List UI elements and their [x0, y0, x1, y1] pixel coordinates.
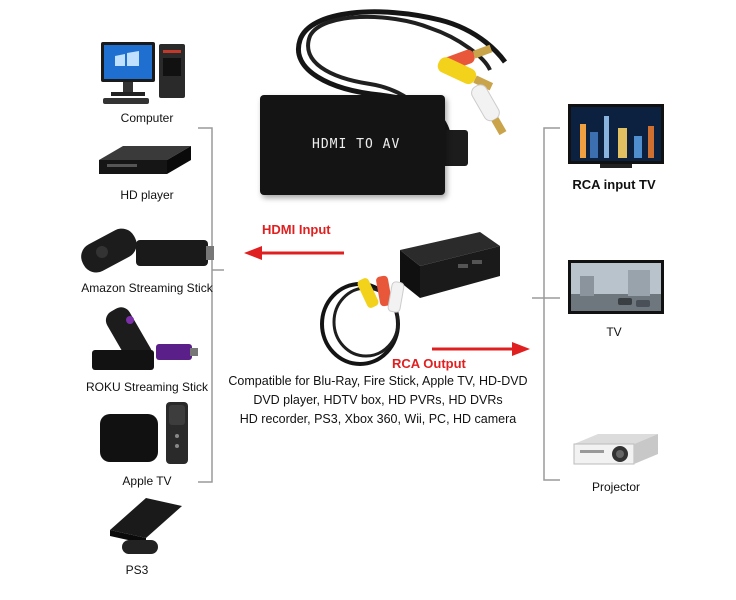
output-label-rca-tv: RCA input TV — [572, 177, 656, 192]
amazon-stick-icon — [81, 228, 214, 273]
compatibility-line: HD recorder, PS3, Xbox 360, Wii, PC, HD … — [239, 412, 517, 426]
output-label-projector: Projector — [591, 480, 641, 494]
output-label-tv: TV — [606, 325, 622, 339]
rca-output-arrow — [432, 342, 530, 356]
source-label-hd-player: HD player — [120, 188, 174, 202]
converter-box: HDMI TO AV — [260, 95, 445, 195]
source-label-ps3: PS3 — [125, 563, 149, 577]
compatibility-line: Compatible for Blu-Ray, Fire Stick, Appl… — [228, 374, 528, 388]
source-label-amazon: Amazon Streaming Stick — [81, 281, 213, 295]
tv-icon — [568, 260, 664, 314]
output-bracket — [532, 127, 560, 481]
projector-icon — [573, 434, 658, 465]
hdmi-input-label: HDMI Input — [262, 222, 331, 237]
compatibility-text: Compatible for Blu-Ray, Fire Stick, Appl… — [213, 372, 543, 429]
apple-tv-icon — [100, 402, 188, 464]
converter-box-label: HDMI TO AV — [312, 137, 401, 152]
rca-tv-icon — [568, 104, 664, 168]
ps3-icon — [110, 498, 182, 554]
source-label-roku: ROKU Streaming Stick — [85, 380, 209, 394]
roku-stick-icon — [92, 307, 198, 370]
small-converter-icon — [320, 232, 500, 366]
hdmi-input-arrow — [244, 246, 344, 260]
rca-output-label: RCA Output — [392, 356, 466, 371]
compatibility-line: DVD player, HDTV box, HD PVRs, HD DVRs — [253, 393, 503, 407]
source-bracket — [198, 127, 224, 483]
computer-icon — [101, 42, 185, 104]
hd-player-icon — [99, 146, 191, 174]
source-label-computer: Computer — [120, 111, 174, 125]
source-label-apple-tv: Apple TV — [122, 474, 172, 488]
